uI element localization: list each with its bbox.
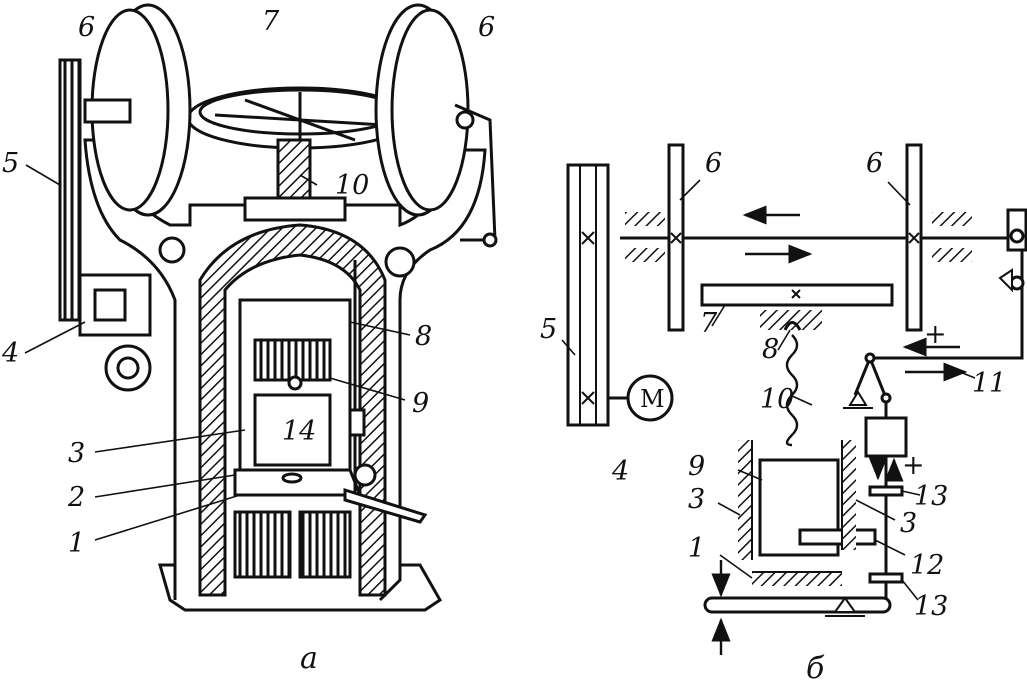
- pedal-b: [703, 596, 892, 614]
- label-8: 8: [415, 321, 432, 352]
- slide-block: [253, 338, 332, 382]
- label-1: 1: [68, 528, 85, 559]
- label-10: 10: [335, 170, 369, 201]
- label-6-left: 6: [78, 12, 95, 43]
- label-4-b: 4: [611, 456, 629, 487]
- label-12-b: 12: [910, 550, 944, 581]
- label-7-b: 7: [700, 308, 718, 339]
- hand-lever: [58, 58, 82, 322]
- label-7: 7: [262, 6, 280, 37]
- label-1-b: 1: [688, 533, 705, 564]
- label-3-right-b: 3: [900, 508, 917, 539]
- caption-a: а: [300, 641, 318, 676]
- label-6-right: 6: [478, 12, 495, 43]
- label-6-right-b: 6: [866, 148, 883, 179]
- label-13-bottom-b: 13: [914, 591, 948, 622]
- label-9-b: 9: [688, 451, 705, 482]
- label-11-b: 11: [972, 368, 1006, 399]
- caption-b: б: [806, 651, 825, 686]
- belt-drive: [566, 163, 610, 427]
- kinematic-scheme: [566, 143, 1027, 617]
- leaders-b: [561, 179, 976, 601]
- plus-top: +: [924, 319, 947, 350]
- label-14: 14: [282, 416, 316, 447]
- label-13-top-b: 13: [914, 481, 948, 512]
- motor-label: М: [640, 385, 665, 413]
- screw: [276, 138, 312, 207]
- label-3-left-b: 3: [688, 484, 705, 515]
- label-8-b: 8: [762, 334, 779, 365]
- labels-b: 6 6 5 7 8 10 11 4 9 3 3 13 1 12 13 + + М…: [540, 148, 1006, 686]
- label-9: 9: [412, 388, 429, 419]
- frame-section: [198, 223, 387, 597]
- labels-a: 6 7 6 5 10 4 8 9 3 14 2 1 а: [1, 6, 495, 676]
- window-right: [298, 510, 352, 579]
- leaders-a: [24, 164, 411, 541]
- ram: [253, 393, 332, 467]
- screw-b: [785, 334, 799, 447]
- label-5: 5: [2, 148, 19, 179]
- label-3: 3: [68, 438, 85, 469]
- pedal: [343, 487, 428, 524]
- label-6-left-b: 6: [705, 148, 722, 179]
- label-5-b: 5: [540, 314, 557, 345]
- label-4: 4: [1, 338, 19, 369]
- control-cylinder: [864, 416, 908, 458]
- press-illustration: [58, 3, 498, 612]
- label-2: 2: [67, 482, 85, 513]
- window-left: [233, 510, 292, 579]
- motor-symbol: [626, 374, 674, 422]
- label-10-b: 10: [760, 384, 794, 415]
- arrows-b: [711, 205, 968, 655]
- plus-mid: +: [902, 450, 925, 481]
